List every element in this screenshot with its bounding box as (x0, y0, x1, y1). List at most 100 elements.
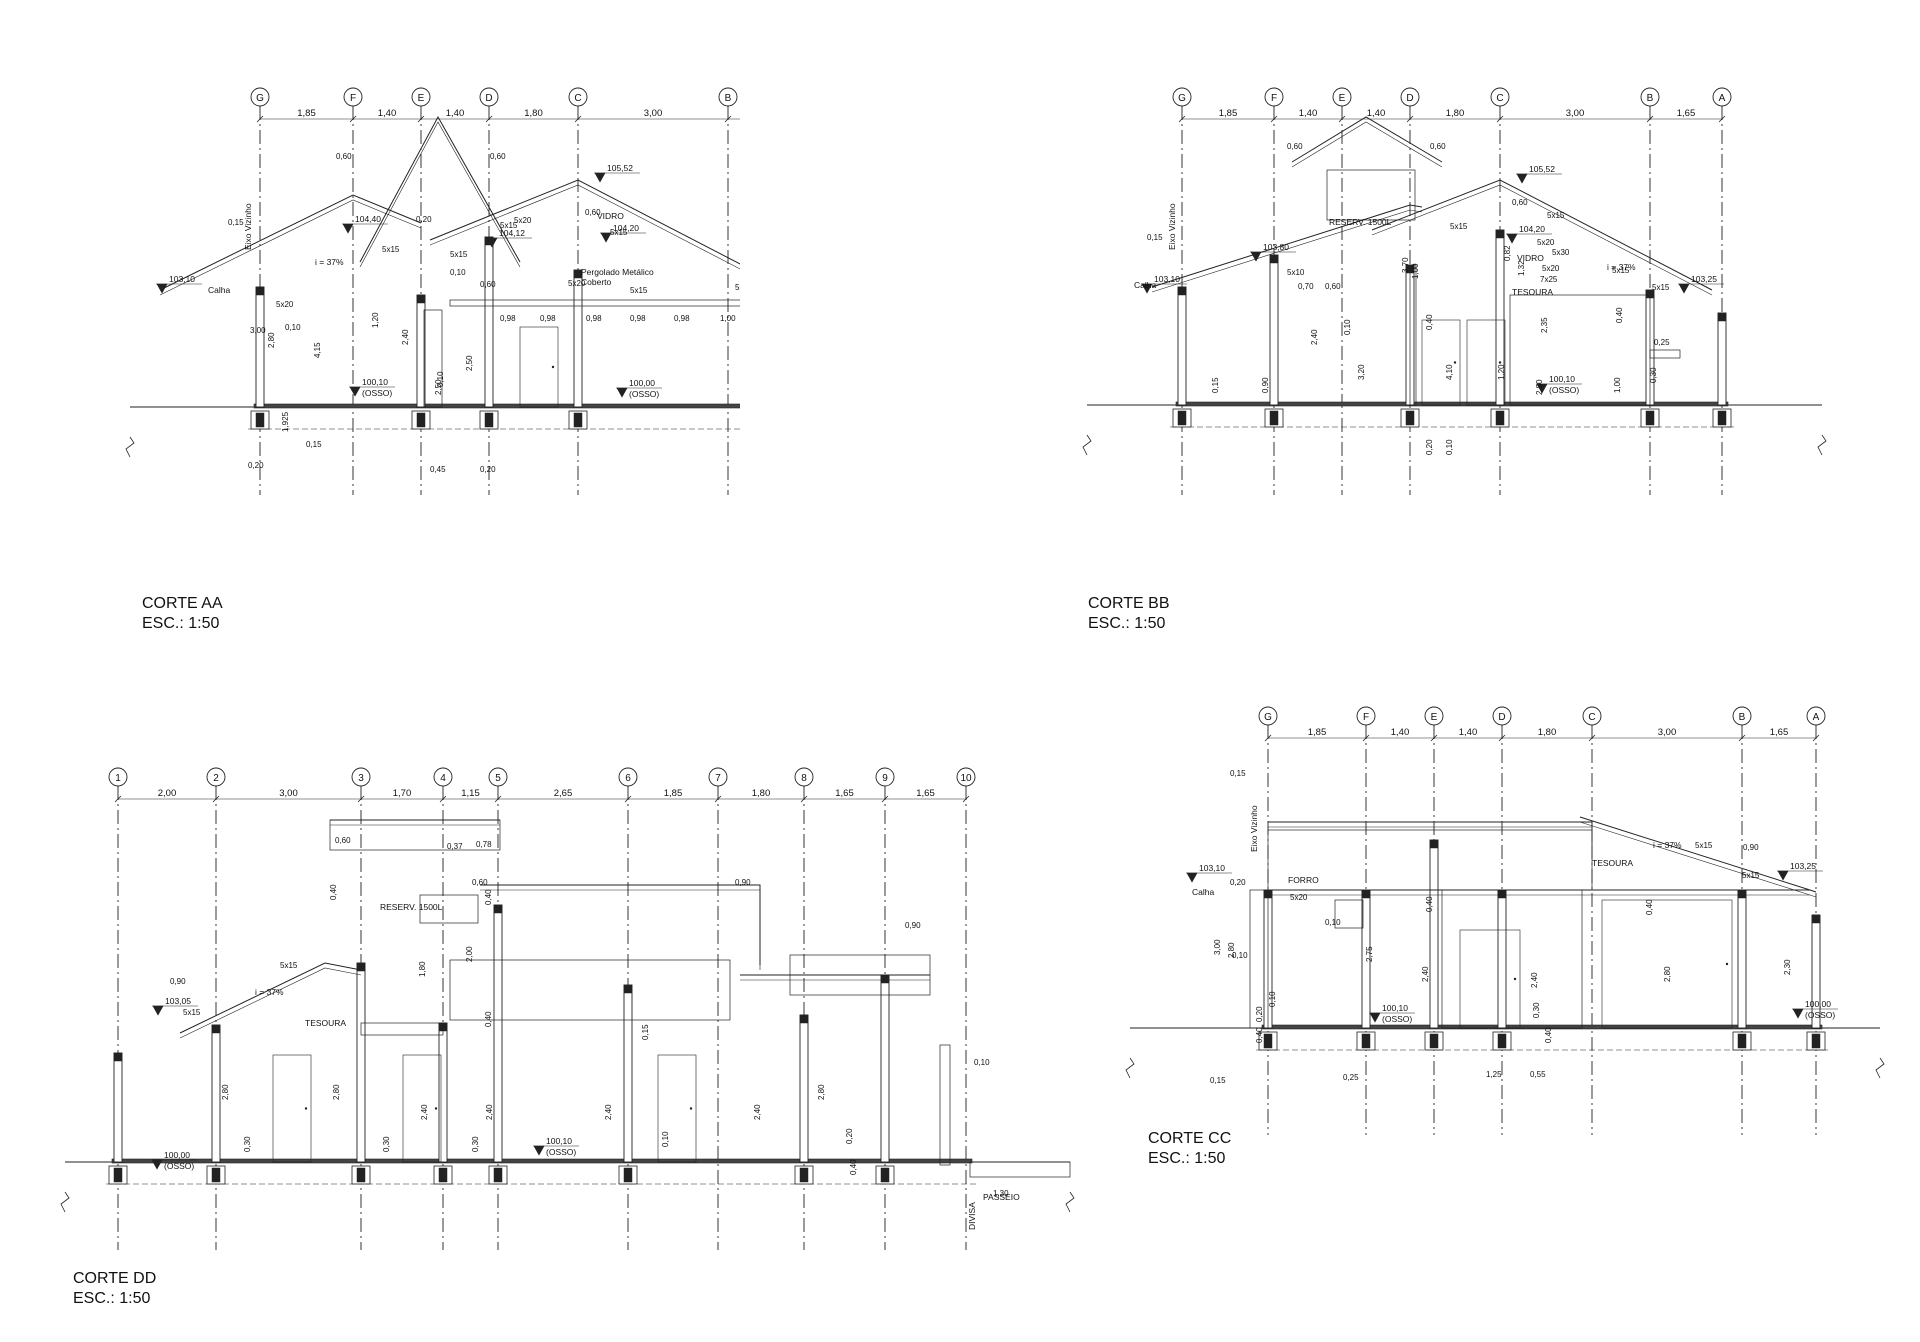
cc-dim-16: 2,80 (1663, 966, 1672, 982)
aa-dimension-tick (256, 115, 264, 123)
dd-column (356, 962, 366, 1163)
aa-level-marker (349, 386, 361, 397)
cc-footing-core (1737, 1033, 1747, 1049)
dd-door (272, 1054, 312, 1163)
dd-dim-22: 2,80 (817, 1084, 826, 1100)
bb-roof-line-3 (1371, 179, 1713, 291)
dd-dim-15: 0,15 (641, 1024, 650, 1040)
aa-dim-37: 0,10 (436, 371, 445, 387)
cc-level-value: 103,25 (1790, 861, 1816, 871)
aa-level-marker (616, 387, 628, 398)
cc-footing-core (1811, 1033, 1821, 1049)
aa-dim-15: 0,10 (450, 268, 466, 277)
cc-dim-12: 3,00 (1213, 939, 1222, 955)
dd-footing-core (211, 1167, 221, 1183)
bb-axis-label-c: C (1496, 93, 1503, 104)
aa-span-2: 1,40 (378, 108, 397, 119)
bb-footing-core (1405, 410, 1415, 426)
aa-level-value: 104,20 (613, 223, 639, 233)
aa-level-marker (342, 223, 354, 234)
dd-dim-29: 0,10 (974, 1058, 990, 1067)
bb-dim-1: 0,60 (1287, 142, 1303, 151)
cc-label-5: i = 37% (1653, 840, 1682, 850)
aa-dim-12: 5x20 (276, 300, 294, 309)
dd-element-6 (939, 1044, 951, 1166)
cc-column-cap (1429, 839, 1439, 849)
aa-footing-core (416, 412, 426, 428)
dd-axis-label-4: 4 (440, 773, 446, 784)
aa-dim-35: 0,45 (430, 465, 446, 474)
dd-column (211, 1024, 221, 1163)
dd-column-cap (211, 1024, 221, 1034)
dd-footing-core (438, 1167, 448, 1183)
aa-span-3: 1,40 (446, 108, 465, 119)
dd-column-cap (623, 984, 633, 994)
dd-dim-21: 2,40 (753, 1104, 762, 1120)
aa-element-1 (449, 299, 803, 307)
cc-level-marker (1369, 1012, 1381, 1023)
dd-dimension-tick (962, 795, 970, 803)
bb-level-marker (1506, 233, 1518, 244)
bb-dimension-tick (1718, 115, 1726, 123)
cc-span-2: 1,40 (1391, 727, 1410, 738)
cc-column (1429, 839, 1439, 1029)
dd-footing-core (356, 1167, 366, 1183)
dd-column-cap (799, 1014, 809, 1024)
aa-dim-23: 2,50 (465, 355, 474, 371)
bb-span-4: 1,80 (1446, 108, 1465, 119)
dd-span-2: 3,00 (279, 788, 298, 799)
aa-element-2 (423, 309, 443, 408)
dd-roof-line-under-3 (480, 889, 761, 970)
dd-footing-core (493, 1167, 503, 1183)
bb-level-marker (1250, 251, 1262, 262)
cc-floor-slab (1261, 1024, 1823, 1030)
cc-column-cap (1811, 914, 1821, 924)
dd-dim-20: 2,40 (604, 1104, 613, 1120)
aa-roof-line-under-3 (429, 184, 801, 301)
bb-footing-core (1177, 410, 1187, 426)
aa-axis-label-e: E (418, 93, 425, 104)
bb-dim-17: 0,60 (1325, 282, 1341, 291)
dd-column (623, 984, 633, 1163)
cc-dim-8: 0,40 (1645, 899, 1654, 915)
aa-footing-core (255, 412, 265, 428)
aa-footing-core (573, 412, 583, 428)
bb-dim-16: 0,70 (1298, 282, 1314, 291)
bb-level-value: 103,80 (1263, 242, 1289, 252)
dd-element-5 (360, 1022, 444, 1036)
dd-column-cap (356, 962, 366, 972)
dd-dim-10: 0,40 (329, 884, 338, 900)
dd-footing-core (623, 1167, 633, 1183)
dd-dimension-tick (439, 795, 447, 803)
cc-roof-line-1 (1268, 821, 1593, 840)
cc-level-value: 100,00 (1805, 999, 1831, 1009)
cc-label-1: Eixo Vizinho (1249, 805, 1259, 852)
dd-dim-8: 5x15 (280, 961, 298, 970)
dd-element-3 (449, 959, 731, 1021)
bb-dim-35: 0,25 (1654, 338, 1670, 347)
aa-dim-9: 5x15 (610, 228, 628, 237)
aa-dim-28: 0,98 (630, 314, 646, 323)
bb-footing-core (1717, 410, 1727, 426)
aa-dim-20: 1,20 (371, 312, 380, 328)
aa-roof-line-under-2 (359, 121, 521, 268)
aa-footing-core (484, 412, 494, 428)
aa-column-cap (573, 269, 583, 279)
aa-roof-line-2 (359, 115, 521, 263)
section-aa-drawing: GFEDCBA1,851,401,401,803,001,65105,52104… (125, 87, 845, 495)
bb-element-1 (1326, 169, 1416, 221)
aa-axis-label-g: G (256, 93, 264, 104)
bb-column (1177, 286, 1187, 406)
cc-column-cap (1361, 889, 1371, 899)
bb-dim-4: 0,15 (1147, 233, 1163, 242)
dd-dim-17: 2,80 (332, 1084, 341, 1100)
dd-span-7: 1,80 (752, 788, 771, 799)
dd-label-5: DIVISA (967, 1202, 977, 1230)
bb-dimension-tick (1338, 115, 1346, 123)
bb-element-2 (1509, 294, 1651, 406)
cc-axis-label-e: E (1431, 712, 1438, 723)
bb-dim-8: 5x15 (1652, 283, 1670, 292)
aa-label-1: Eixo Vizinho (243, 203, 253, 250)
cc-column (1497, 889, 1507, 1029)
